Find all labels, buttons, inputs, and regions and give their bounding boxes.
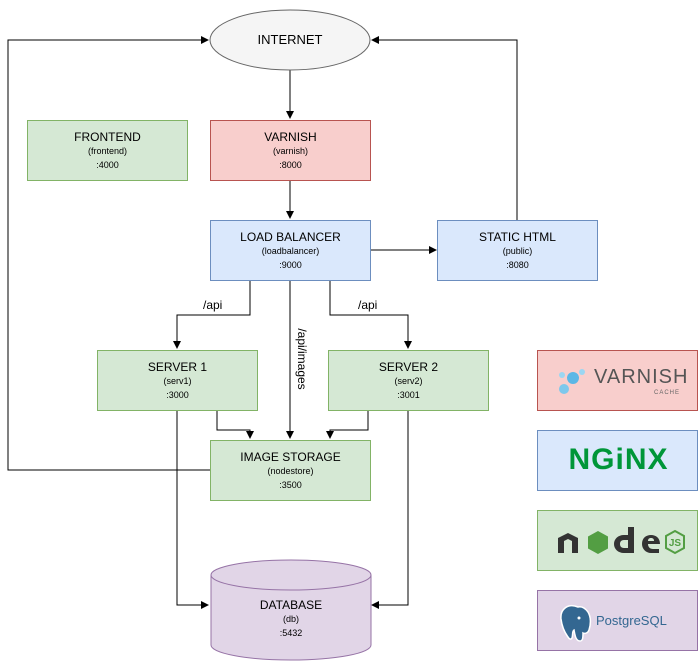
image-storage-node: IMAGE STORAGE (nodestore) :3500 bbox=[210, 440, 371, 501]
server2-title: SERVER 2 bbox=[378, 359, 439, 374]
varnish-title: VARNISH bbox=[264, 129, 317, 144]
loadbalancer-node: LOAD BALANCER (loadbalancer) :9000 bbox=[210, 220, 371, 281]
frontend-title: FRONTEND bbox=[74, 129, 141, 144]
varnish-port: :8000 bbox=[279, 159, 302, 170]
varnish-logo-name: VARNISH bbox=[594, 366, 689, 388]
server2-node: SERVER 2 (serv2) :3001 bbox=[328, 350, 489, 411]
elephant-icon bbox=[560, 605, 592, 642]
edge-static-internet bbox=[371, 36, 518, 220]
server2-port: :3001 bbox=[397, 389, 420, 400]
nodejs-logo: JS node bbox=[537, 510, 698, 571]
server1-service: (serv1) bbox=[163, 375, 192, 386]
database-port: :5432 bbox=[279, 628, 303, 638]
svg-text:JS: JS bbox=[669, 538, 682, 549]
static-html-title: STATIC HTML bbox=[479, 229, 556, 244]
server1-port: :3000 bbox=[166, 389, 189, 400]
edge-server2-database bbox=[371, 410, 409, 609]
edge-label-api-right: /api bbox=[358, 298, 378, 312]
varnish-logo-sub: CACHE bbox=[654, 390, 681, 396]
server2-service: (serv2) bbox=[394, 375, 423, 386]
nginx-logo: NGiNX bbox=[537, 430, 698, 491]
internet-label: INTERNET bbox=[257, 32, 323, 47]
postgresql-logo-name: PostgreSQL bbox=[596, 613, 667, 628]
nodejs-mark-icon: JS bbox=[558, 527, 685, 555]
loadbalancer-service: (loadbalancer) bbox=[261, 245, 320, 256]
server1-title: SERVER 1 bbox=[147, 359, 208, 374]
varnish-bubbles-icon bbox=[559, 369, 585, 394]
internet-node-shape bbox=[209, 9, 371, 71]
edge-server1-imagestorage bbox=[216, 410, 254, 439]
varnish-node: VARNISH (varnish) :8000 bbox=[210, 120, 371, 181]
static-html-port: :8080 bbox=[506, 259, 529, 270]
nginx-logo-name: NGiNX bbox=[568, 443, 669, 476]
postgresql-logo: PostgreSQL bbox=[537, 590, 698, 651]
image-storage-service: (nodestore) bbox=[267, 465, 314, 476]
static-html-node: STATIC HTML (public) :8080 bbox=[437, 220, 598, 281]
static-html-service: (public) bbox=[502, 245, 533, 256]
loadbalancer-port: :9000 bbox=[279, 259, 302, 270]
database-node-shape bbox=[210, 559, 372, 661]
edge-loadbalancer-server1 bbox=[173, 280, 251, 349]
database-node: DATABASE (db) :5432 bbox=[211, 598, 371, 640]
edge-label-api-images: /api/images bbox=[295, 328, 309, 390]
edge-imagestorage-internet bbox=[7, 36, 210, 471]
frontend-service: (frontend) bbox=[87, 145, 128, 156]
image-storage-port: :3500 bbox=[279, 479, 302, 490]
frontend-port: :4000 bbox=[96, 159, 119, 170]
database-service: (db) bbox=[282, 614, 299, 624]
edge-server2-imagestorage bbox=[326, 410, 369, 439]
database-title: DATABASE bbox=[259, 598, 323, 612]
image-storage-title: IMAGE STORAGE bbox=[240, 449, 341, 464]
edge-loadbalancer-server2 bbox=[329, 280, 412, 349]
frontend-node: FRONTEND (frontend) :4000 bbox=[27, 120, 188, 181]
loadbalancer-title: LOAD BALANCER bbox=[240, 229, 341, 244]
varnish-logo: VARNISH CACHE bbox=[537, 350, 698, 411]
varnish-service: (varnish) bbox=[272, 145, 308, 156]
server1-node: SERVER 1 (serv1) :3000 bbox=[97, 350, 258, 411]
edge-label-api-left: /api bbox=[203, 298, 223, 312]
edge-server1-database bbox=[176, 410, 209, 609]
